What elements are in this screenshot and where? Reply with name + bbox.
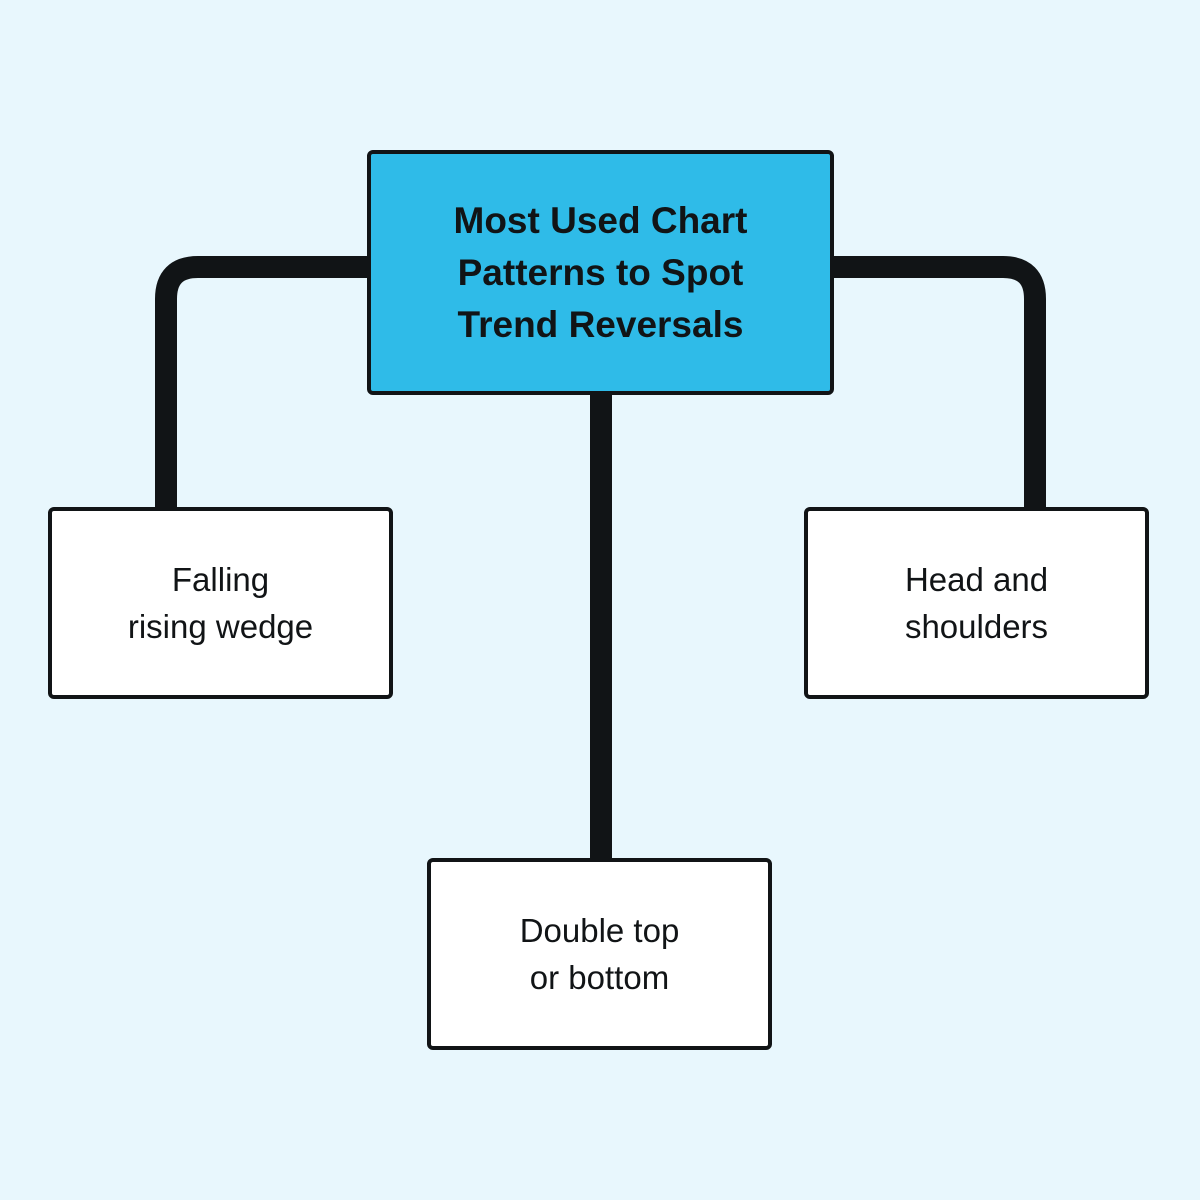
child-node-label-line-1: Falling bbox=[171, 561, 270, 598]
child-node-label-line-2: rising wedge bbox=[127, 608, 314, 645]
root-node-title-line-2: Patterns to Spot bbox=[457, 251, 744, 293]
root-node-title-line-1: Most Used Chart bbox=[453, 199, 748, 241]
root-node-title-line-3: Trend Reversals bbox=[457, 303, 744, 345]
child-node-label-line-1: Double top bbox=[519, 912, 680, 949]
child-node-falling-rising-wedge: Falling rising wedge bbox=[48, 507, 393, 699]
child-node-label-line-2: shoulders bbox=[904, 608, 1049, 645]
child-node-double-top-or-bottom: Double top or bottom bbox=[427, 858, 772, 1050]
root-node-box: Most Used Chart Patterns to Spot Trend R… bbox=[367, 150, 834, 395]
child-node-label-line-1: Head and bbox=[904, 561, 1049, 598]
connector-left bbox=[155, 256, 367, 509]
child-node-label-line-2: or bottom bbox=[529, 959, 670, 996]
child-node-head-and-shoulders: Head and shoulders bbox=[804, 507, 1149, 699]
connector-right bbox=[833, 256, 1046, 509]
